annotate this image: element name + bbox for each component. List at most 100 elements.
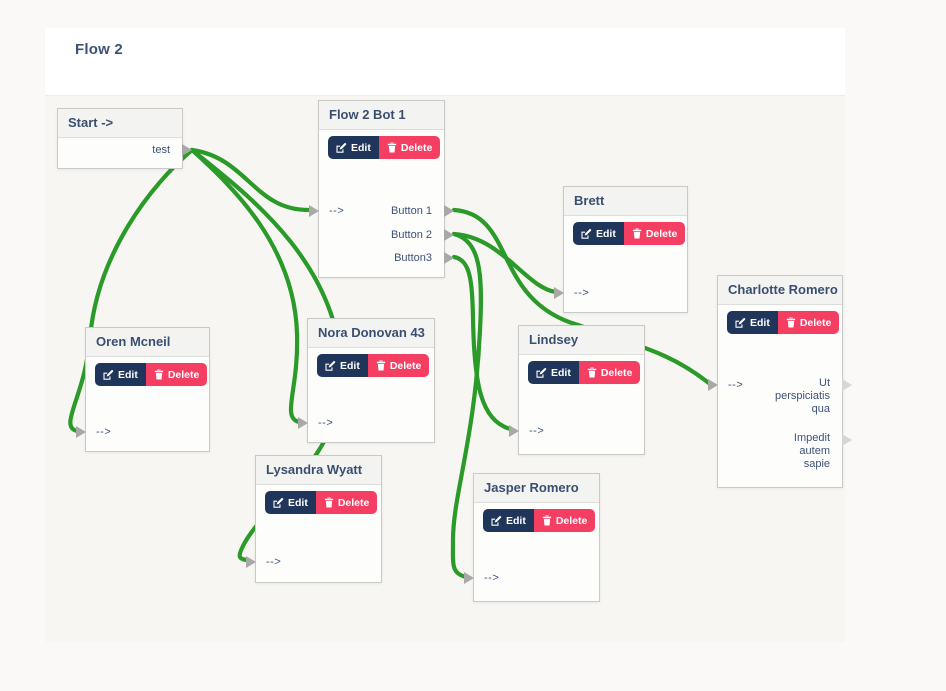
output-port[interactable] bbox=[842, 379, 852, 391]
edge-bot1-button1-to-charlotte-input[interactable] bbox=[451, 207, 713, 387]
delete-button[interactable]: Delete bbox=[777, 311, 840, 334]
output-label-test: test bbox=[152, 144, 170, 156]
delete-button[interactable]: Delete bbox=[533, 509, 596, 532]
edge-start-test-to-nora-input[interactable] bbox=[189, 147, 302, 425]
node-actions: Edit Delete bbox=[317, 354, 430, 377]
node-start[interactable]: Start -> test bbox=[57, 108, 192, 169]
delete-button[interactable]: Delete bbox=[367, 354, 430, 377]
delete-button-label: Delete bbox=[167, 368, 200, 381]
output-text-line: qua bbox=[811, 403, 830, 415]
output-port[interactable] bbox=[182, 144, 192, 156]
output-port[interactable] bbox=[842, 434, 852, 446]
edge-bot1-button2-to-jasper-input[interactable] bbox=[450, 231, 484, 580]
node-title-oren[interactable]: Oren Mcneil bbox=[86, 328, 209, 357]
input-label: --> bbox=[329, 205, 345, 217]
delete-button-label: Delete bbox=[799, 316, 832, 329]
edge-bot1-button2-to-brett-input[interactable] bbox=[451, 231, 559, 295]
flow-title: Flow 2 bbox=[75, 41, 123, 58]
input-label: --> bbox=[728, 379, 744, 391]
edit-button-label: Edit bbox=[506, 514, 526, 527]
output-label-button-2: Button 2 bbox=[391, 229, 432, 241]
input-port[interactable] bbox=[509, 425, 519, 437]
edit-button[interactable]: Edit bbox=[95, 363, 146, 386]
edge-bot1-button3-to-lindsey-input[interactable] bbox=[451, 254, 513, 432]
edit-button-label: Edit bbox=[551, 366, 571, 379]
input-port[interactable] bbox=[76, 426, 86, 438]
flow-title-bar: Flow 2 bbox=[45, 28, 845, 96]
node-title-lysandra[interactable]: Lysandra Wyatt bbox=[256, 456, 381, 485]
edit-pencil-icon bbox=[536, 367, 547, 378]
node-title-bot1[interactable]: Flow 2 Bot 1 bbox=[319, 101, 444, 130]
edge-start-test-to-oren-input[interactable] bbox=[68, 147, 195, 434]
node-title-start[interactable]: Start -> bbox=[58, 109, 182, 138]
edit-button[interactable]: Edit bbox=[528, 361, 579, 384]
delete-button[interactable]: Delete bbox=[578, 361, 641, 384]
input-port[interactable] bbox=[708, 379, 718, 391]
edit-button[interactable]: Edit bbox=[317, 354, 368, 377]
input-label: --> bbox=[318, 417, 334, 429]
node-title-brett[interactable]: Brett bbox=[564, 187, 687, 216]
output-label-button3: Button3 bbox=[394, 252, 432, 264]
trash-icon bbox=[632, 228, 642, 239]
edit-pencil-icon bbox=[103, 369, 114, 380]
edit-pencil-icon bbox=[325, 360, 336, 371]
node-title-jasper[interactable]: Jasper Romero bbox=[474, 474, 599, 503]
output-port[interactable] bbox=[444, 229, 454, 241]
edit-button-label: Edit bbox=[596, 227, 616, 240]
edit-button[interactable]: Edit bbox=[265, 491, 316, 514]
delete-button[interactable]: Delete bbox=[378, 136, 441, 159]
edit-pencil-icon bbox=[491, 515, 502, 526]
output-text-line: Ut bbox=[819, 377, 830, 389]
node-title-lindsey[interactable]: Lindsey bbox=[519, 326, 644, 355]
node-title-nora[interactable]: Nora Donovan 43 bbox=[308, 319, 434, 348]
node-nora[interactable]: Nora Donovan 43 Edit Delete --> bbox=[298, 318, 435, 443]
output-text-line: sapie bbox=[803, 458, 830, 470]
node-actions: Edit Delete bbox=[328, 136, 441, 159]
input-port[interactable] bbox=[554, 287, 564, 299]
input-port[interactable] bbox=[298, 417, 308, 429]
output-text-line: autem bbox=[799, 445, 830, 457]
edit-button-label: Edit bbox=[288, 496, 308, 509]
edit-pencil-icon bbox=[273, 497, 284, 508]
edit-button[interactable]: Edit bbox=[328, 136, 379, 159]
node-actions: Edit Delete bbox=[483, 509, 596, 532]
delete-button-label: Delete bbox=[389, 359, 422, 372]
input-label: --> bbox=[529, 425, 545, 437]
delete-button[interactable]: Delete bbox=[145, 363, 208, 386]
edit-button[interactable]: Edit bbox=[727, 311, 778, 334]
edit-button-label: Edit bbox=[750, 316, 770, 329]
edit-button[interactable]: Edit bbox=[483, 509, 534, 532]
trash-icon bbox=[786, 317, 796, 328]
delete-button-label: Delete bbox=[400, 141, 433, 154]
input-label: --> bbox=[484, 572, 500, 584]
edit-button-label: Edit bbox=[340, 359, 360, 372]
delete-button-label: Delete bbox=[600, 366, 633, 379]
input-port[interactable] bbox=[464, 572, 474, 584]
edit-button[interactable]: Edit bbox=[573, 222, 624, 245]
input-port[interactable] bbox=[246, 556, 256, 568]
delete-button[interactable]: Delete bbox=[623, 222, 686, 245]
output-port[interactable] bbox=[444, 205, 454, 217]
edit-button-label: Edit bbox=[351, 141, 371, 154]
node-title-charlotte[interactable]: Charlotte Romero bbox=[718, 276, 842, 305]
node-actions: Edit Delete bbox=[573, 222, 686, 245]
output-port[interactable] bbox=[444, 252, 454, 264]
trash-icon bbox=[387, 142, 397, 153]
edit-button-label: Edit bbox=[118, 368, 138, 381]
edge-start-test-to-bot1-input[interactable] bbox=[189, 147, 313, 213]
input-port[interactable] bbox=[309, 205, 319, 217]
input-label: --> bbox=[266, 556, 282, 568]
delete-button[interactable]: Delete bbox=[315, 491, 378, 514]
node-actions: Edit Delete bbox=[528, 361, 641, 384]
